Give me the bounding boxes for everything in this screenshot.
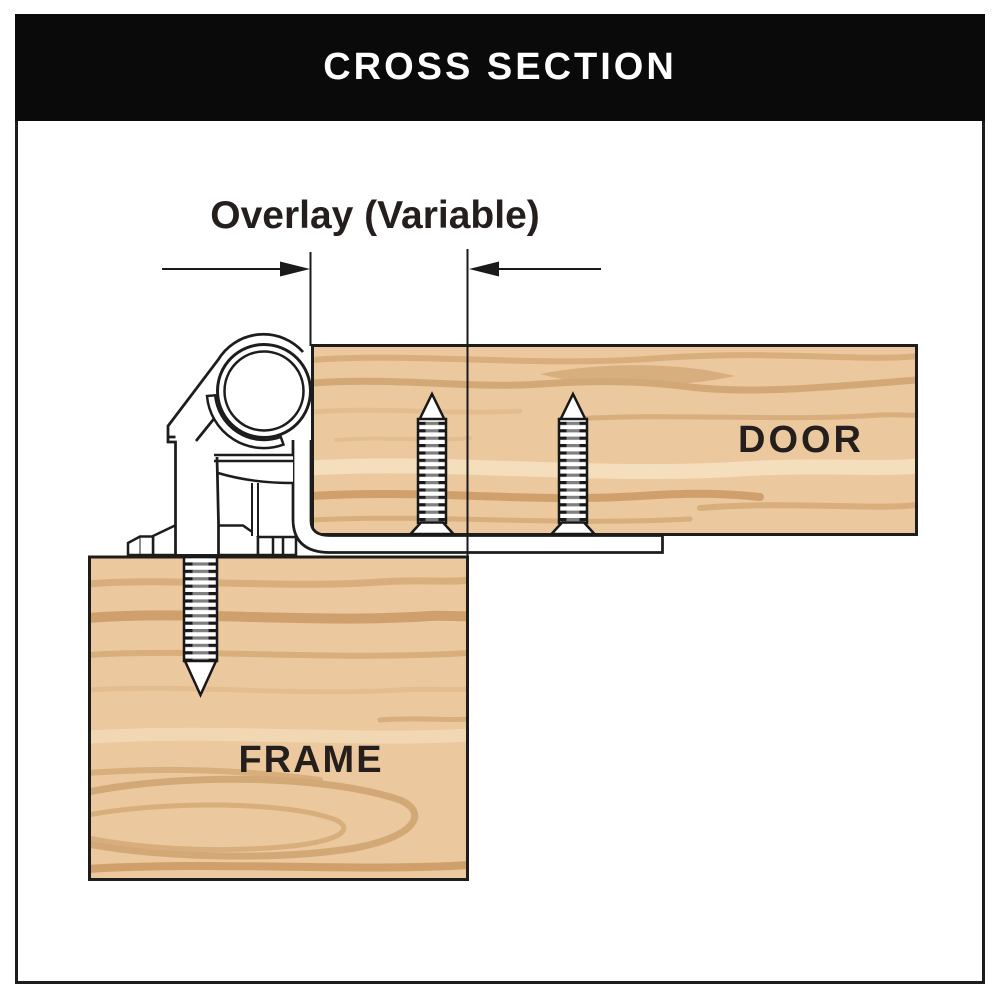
door-board: DOOR bbox=[311, 344, 918, 536]
hinge-barrel bbox=[216, 343, 312, 439]
dimension: Overlay (Variable) bbox=[162, 194, 601, 556]
screws bbox=[182, 392, 596, 699]
frame-board: FRAME bbox=[88, 555, 469, 881]
hinge-arm bbox=[166, 332, 305, 555]
dim-arrowhead-right-pointing bbox=[280, 261, 310, 277]
hinge-adjust-column bbox=[251, 483, 259, 536]
hinge bbox=[126, 332, 664, 557]
hinge-washer-arc bbox=[205, 393, 286, 450]
door-label: DOOR bbox=[738, 419, 864, 461]
frame-wood-grain bbox=[91, 576, 466, 873]
hinge-door-leaf bbox=[291, 440, 664, 554]
header: CROSS SECTION bbox=[15, 14, 985, 121]
frame-label: FRAME bbox=[238, 739, 383, 781]
page-title: CROSS SECTION bbox=[323, 46, 677, 88]
hinge-body-band bbox=[214, 453, 294, 485]
dim-arrowhead-left-pointing bbox=[469, 261, 499, 277]
overlay-dimension-label: Overlay (Variable) bbox=[210, 194, 540, 237]
door-wood-grain bbox=[314, 352, 915, 524]
frame-screw bbox=[182, 555, 219, 699]
